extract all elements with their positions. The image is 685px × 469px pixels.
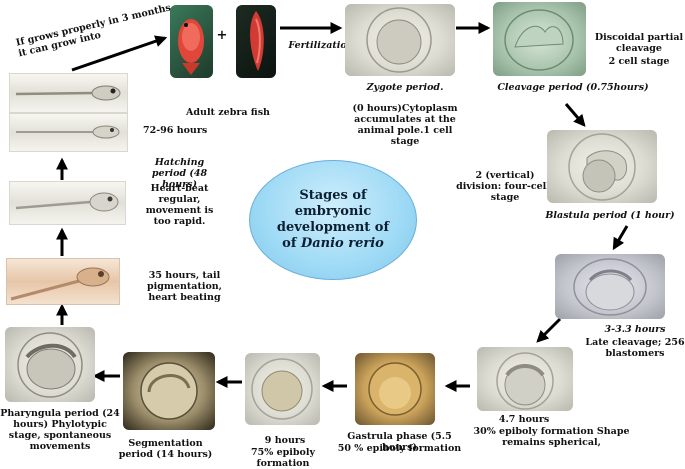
embryo-icon	[140, 362, 198, 420]
gastrula-photo	[355, 353, 435, 425]
late-cleavage-photo	[555, 254, 665, 319]
adult-label: Adult zebra fish	[186, 107, 270, 118]
species-name: Danio rerio	[300, 236, 384, 251]
arrow-blastula-to-late	[612, 225, 629, 251]
gastrula-label-1: Gastrula phase (5.5 hours)	[347, 431, 452, 453]
embryo-icon	[368, 362, 422, 416]
embryo-icon	[496, 352, 554, 410]
epiboly-30-photo	[477, 347, 573, 411]
nine-hours-label-2: 75% epiboly formation	[251, 447, 315, 469]
hatching-description: Heart-beat regular, movement is too rapi…	[145, 183, 214, 227]
larva-icon	[15, 192, 119, 212]
center-title-line4: of Danio rerio	[263, 236, 403, 252]
larva-photo-2	[9, 113, 128, 152]
arrow-larva-to-adult	[71, 35, 168, 72]
two-cell-label: 2 cell stage	[608, 56, 670, 67]
thirtyfive-hours-photo	[6, 258, 120, 305]
four-cell-photo	[547, 130, 657, 203]
epiboly-30-time: 4.7 hours	[498, 414, 550, 425]
plus-sign: +	[216, 28, 228, 43]
blastula-label: Blastula period (1 hour)	[545, 210, 675, 221]
segmentation-photo	[123, 352, 215, 430]
pharyngula-label: Pharyngula period (24 hours) Phylotypic …	[0, 408, 120, 452]
zygote-description: (0 hours)Cytoplasm accumulates at the an…	[352, 103, 458, 147]
embryo-icon	[568, 133, 636, 201]
larva-label: 72-96 hours	[143, 125, 208, 136]
four-cell-label: 2 (vertical) division: four-cell-stage	[456, 170, 554, 203]
nine-hours-label-1: 9 hours	[264, 435, 306, 446]
embryo-icon	[573, 258, 647, 316]
embryo-icon	[251, 358, 313, 420]
fertilization-label: Fertilization	[288, 40, 354, 51]
larva-photo-1	[9, 73, 128, 113]
embryo-icon	[17, 332, 83, 398]
fish-icon	[250, 11, 264, 71]
thirtyfive-hours-label: 35 hours, tail pigmentation, heart beati…	[147, 270, 222, 303]
cleavage-label: Cleavage period (0.75hours)	[497, 82, 649, 93]
late-description: Late cleavage; 256 blastomers	[585, 337, 685, 359]
arrow-cleavage-to-fourcell	[564, 103, 586, 127]
larva-icon	[10, 267, 110, 301]
gastrula-label-2: 50 % epiboly formation	[337, 443, 462, 454]
late-time-label: 3-3.3 hours	[604, 324, 666, 335]
arrow-late-to-epiboly	[536, 317, 562, 343]
center-title: Stages of embryonic development of of Da…	[263, 188, 403, 252]
larva-icon	[15, 85, 121, 101]
adult-fish-photo-2	[236, 5, 276, 78]
nine-hours-photo	[245, 353, 320, 425]
center-title-line2: embryonic	[294, 204, 372, 219]
center-title-line1: Stages of	[299, 188, 367, 203]
zygote-photo	[345, 4, 455, 76]
hatching-title: Hatching period (48 hours)	[151, 157, 208, 190]
hatching-photo	[9, 181, 126, 225]
center-title-of: of	[282, 236, 301, 251]
epiboly-30-description: 30% epiboly formation Shape remains sphe…	[473, 426, 630, 448]
pharyngula-photo	[5, 327, 95, 402]
zygote-title: Zygote period.	[366, 82, 444, 93]
segmentation-label: Segmentation period (14 hours)	[118, 438, 213, 460]
embryo-icon	[504, 9, 574, 71]
adult-fish-photo-1	[170, 5, 213, 78]
two-cell-photo	[493, 2, 586, 76]
fish-icon	[178, 19, 204, 75]
center-title-line3: development of	[276, 220, 390, 235]
discoidal-label: Discoidal partial cleavage	[594, 32, 684, 54]
center-title-ellipse: Stages of embryonic development of of Da…	[249, 160, 417, 280]
larva-icon	[16, 125, 120, 139]
embryo-icon	[366, 7, 432, 73]
